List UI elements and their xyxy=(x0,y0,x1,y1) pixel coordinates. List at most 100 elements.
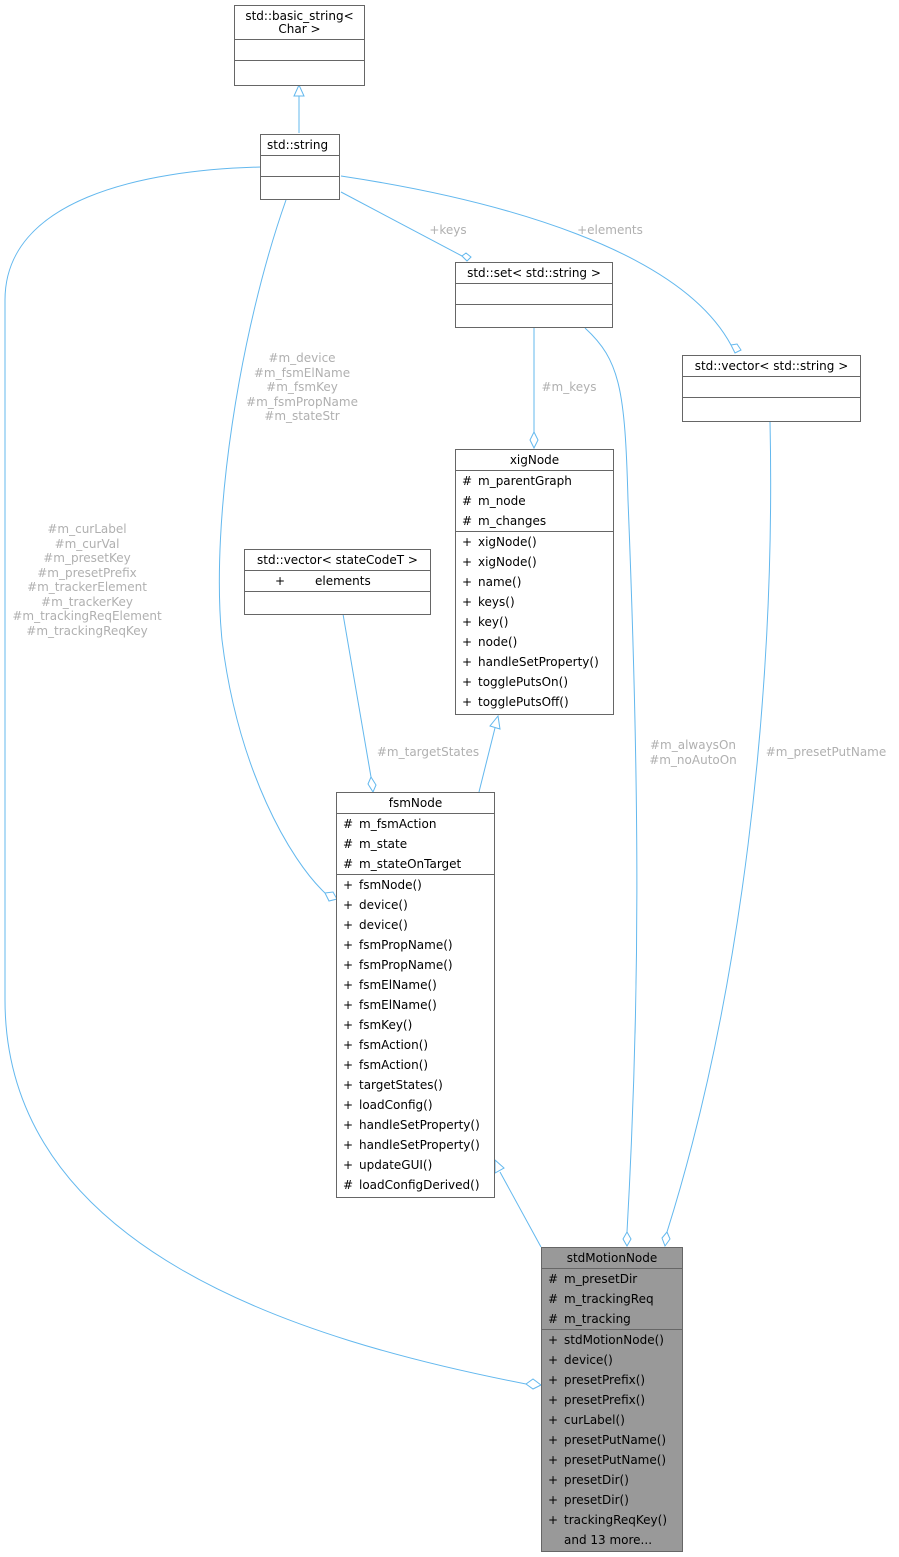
attribute-row: #m_stateOnTarget xyxy=(337,854,494,874)
method-row: +presetPrefix() xyxy=(542,1390,682,1410)
method-name: updateGUI() xyxy=(359,1158,433,1172)
method-name: device() xyxy=(359,918,408,932)
diamond-motion-always-on xyxy=(622,1230,632,1248)
attribute-name: m_state xyxy=(359,837,408,851)
edge-label-always-on: #m_alwaysOn #m_noAutoOn xyxy=(649,738,737,767)
visibility-marker: + xyxy=(343,1038,354,1052)
diamond-xignode-keys xyxy=(529,430,539,450)
method-name: key() xyxy=(478,615,509,629)
visibility-marker: + xyxy=(462,675,473,689)
class-title: fsmNode xyxy=(337,793,494,814)
visibility-marker: + xyxy=(343,1098,354,1112)
method-name: fsmNode() xyxy=(359,878,422,892)
attribute-row: # m_fsmAction xyxy=(337,814,494,834)
diamond-vector-elements xyxy=(730,343,742,354)
method-row: +stdMotionNode() xyxy=(542,1330,682,1350)
attributes-section xyxy=(683,377,860,398)
method-name: targetStates() xyxy=(359,1078,443,1092)
class-basic-string[interactable]: std::basic_string< Char > xyxy=(234,5,365,86)
method-row: +fsmAction() xyxy=(337,1035,494,1055)
attributes-section xyxy=(456,284,612,305)
attributes-section xyxy=(261,156,339,177)
class-fsmnode[interactable]: fsmNode # m_fsmAction # m_state #m_stateOn… xyxy=(336,792,495,1198)
class-stdmotionnode[interactable]: stdMotionNode #m_presetDir #m_trackingRe… xyxy=(541,1247,683,1552)
visibility-marker: + xyxy=(343,898,354,912)
visibility-marker: # xyxy=(548,1312,559,1326)
method-name: handleSetProperty() xyxy=(359,1138,480,1152)
method-name: handleSetProperty() xyxy=(478,655,599,669)
method-name: togglePutsOn() xyxy=(478,675,568,689)
attribute-name: m_node xyxy=(478,494,526,508)
method-name: loadConfig() xyxy=(359,1098,433,1112)
method-name: fsmPropName() xyxy=(359,938,453,952)
visibility-marker: + xyxy=(343,1018,354,1032)
method-name: device() xyxy=(564,1353,613,1367)
method-row: + name() xyxy=(456,572,613,592)
inherit-arrow-fsmnode xyxy=(494,1158,505,1174)
visibility-marker: + xyxy=(343,878,354,892)
method-row: + loadConfig() xyxy=(337,1095,494,1115)
visibility-marker: + xyxy=(343,998,354,1012)
method-name: trackingReqKey() xyxy=(564,1513,668,1527)
visibility-marker: # xyxy=(548,1292,559,1306)
attribute-name: m_fsmAction xyxy=(359,817,437,831)
visibility-marker: + xyxy=(275,574,286,588)
visibility-marker: + xyxy=(548,1493,559,1507)
method-row: +handleSetProperty() xyxy=(456,652,613,672)
method-name: name() xyxy=(478,575,522,589)
visibility-marker: # xyxy=(343,817,354,831)
visibility-marker: + xyxy=(462,575,473,589)
class-std-vector-string[interactable]: std::vector< std::string > xyxy=(682,355,861,422)
method-row: +presetPutName() xyxy=(542,1450,682,1470)
methods-section: +stdMotionNode() +device() +presetPrefix… xyxy=(542,1330,682,1550)
visibility-marker: + xyxy=(548,1373,559,1387)
visibility-marker: + xyxy=(548,1433,559,1447)
visibility-marker: + xyxy=(548,1453,559,1467)
visibility-marker: + xyxy=(462,615,473,629)
more-methods-row[interactable]: and 13 more... xyxy=(542,1530,682,1550)
method-name: presetDir() xyxy=(564,1493,629,1507)
edge-string-fsmnode xyxy=(218,199,326,894)
method-row: +fsmKey() xyxy=(337,1015,494,1035)
method-row: +trackingReqKey() xyxy=(542,1510,682,1530)
method-name: fsmAction() xyxy=(359,1058,429,1072)
method-row: + keys() xyxy=(456,592,613,612)
edge-xignode-inherits-fsmnode xyxy=(478,727,496,793)
edge-string-stdmotionnode xyxy=(4,166,527,1385)
method-name: togglePutsOff() xyxy=(478,695,569,709)
visibility-marker: + xyxy=(343,1158,354,1172)
method-name: xigNode() xyxy=(478,535,537,549)
inherit-arrow-xignode xyxy=(489,714,501,730)
method-name: device() xyxy=(359,898,408,912)
methods-section xyxy=(683,398,860,418)
edge-string-elements-vector xyxy=(340,175,732,346)
visibility-marker: + xyxy=(462,595,473,609)
class-title: std::string xyxy=(261,135,339,156)
method-name: fsmElName() xyxy=(359,998,437,1012)
attribute-row: #m_trackingReq xyxy=(542,1289,682,1309)
visibility-marker: + xyxy=(343,978,354,992)
edge-label-target-states: #m_targetStates xyxy=(376,745,480,759)
method-name: node() xyxy=(478,635,518,649)
attribute-row: #m_tracking xyxy=(542,1309,682,1329)
diamond-motion-preset-put xyxy=(661,1231,671,1248)
class-std-set[interactable]: std::set< std::string > xyxy=(455,262,613,328)
diamond-fsmnode-targetstates xyxy=(367,775,377,794)
attributes-section xyxy=(235,40,364,61)
method-name: stdMotionNode() xyxy=(564,1333,664,1347)
methods-section xyxy=(261,177,339,197)
edge-label-elements: +elements xyxy=(577,223,643,237)
method-name: curLabel() xyxy=(564,1413,625,1427)
visibility-marker: # xyxy=(462,514,473,528)
method-row: + device() xyxy=(337,895,494,915)
class-std-string[interactable]: std::string xyxy=(260,134,340,200)
method-name: keys() xyxy=(478,595,515,609)
class-title: xigNode xyxy=(456,450,613,471)
class-std-vector-statecode[interactable]: std::vector< stateCodeT > +elements xyxy=(244,549,431,615)
class-xignode[interactable]: xigNode #m_parentGraph #m_node #m_change… xyxy=(455,449,614,715)
more-methods-link[interactable]: and 13 more... xyxy=(564,1533,653,1547)
attribute-row: #m_node xyxy=(456,491,613,511)
diamond-motion-strings xyxy=(525,1378,542,1390)
class-title: stdMotionNode xyxy=(542,1248,682,1269)
